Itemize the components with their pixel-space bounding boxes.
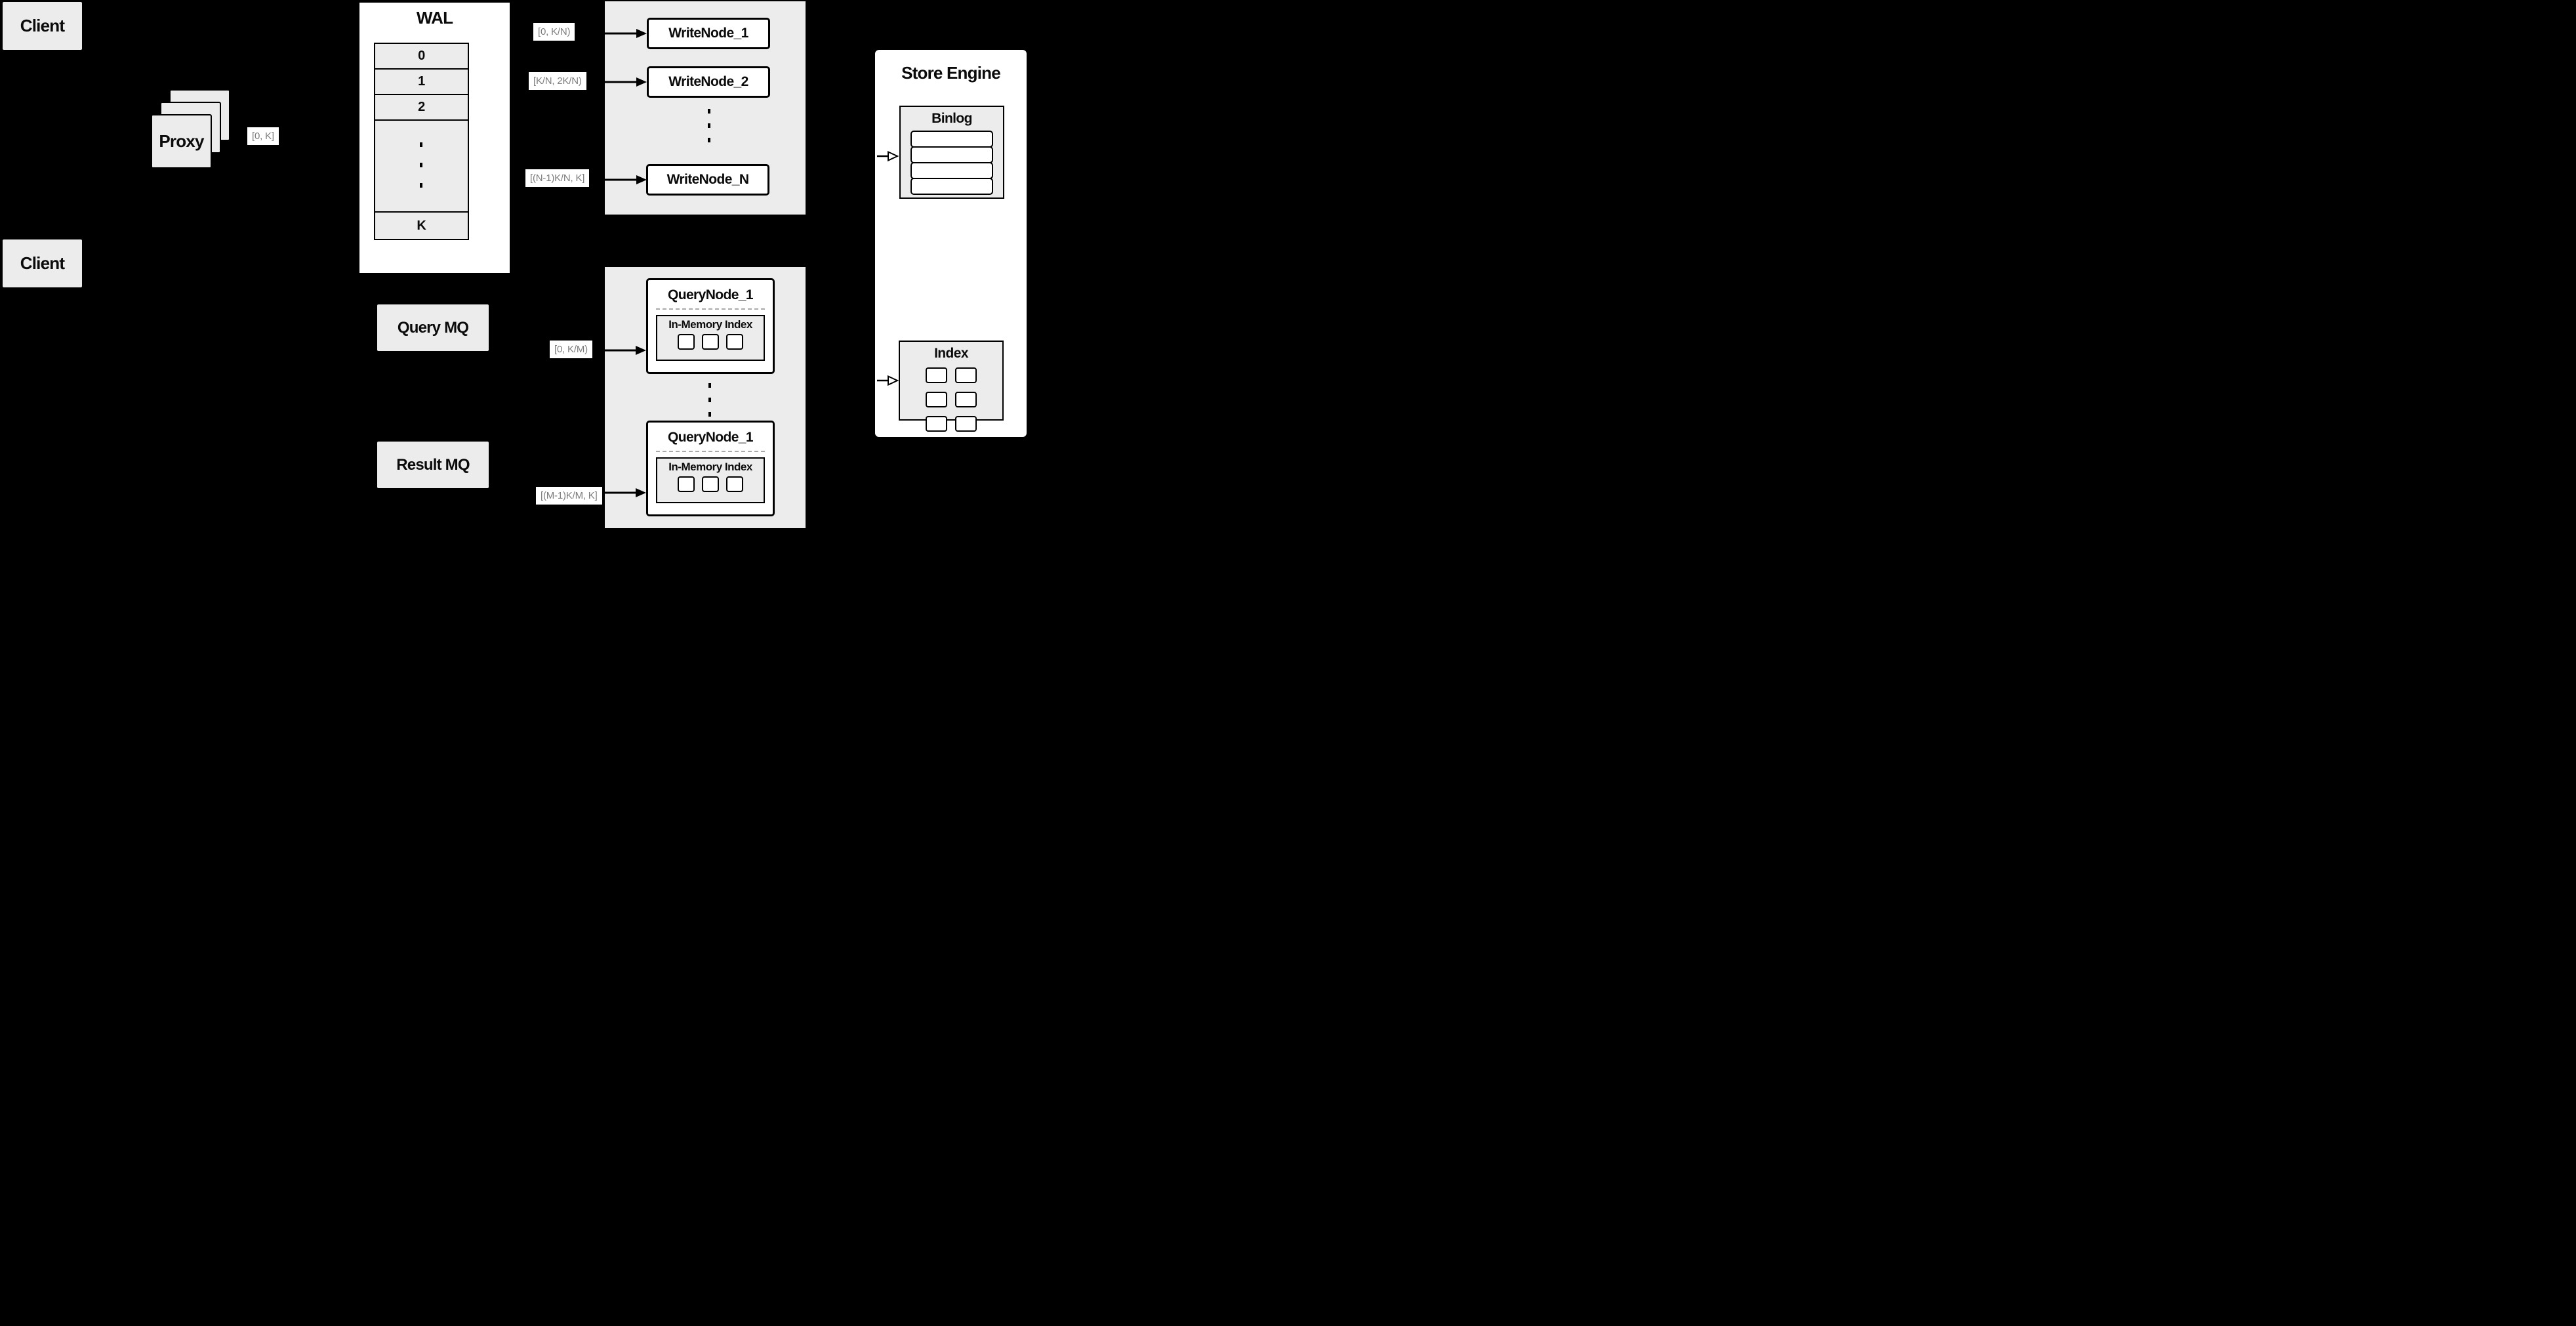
arrow-to-index bbox=[877, 375, 899, 386]
binlog-rows bbox=[901, 131, 1003, 195]
result-mq-box: Result MQ bbox=[377, 442, 489, 488]
arrow-to-binlog bbox=[877, 150, 899, 162]
proxy-label: Proxy bbox=[159, 131, 204, 151]
binlog-box: Binlog bbox=[899, 106, 1004, 199]
index-title: Index bbox=[934, 346, 968, 361]
wal-segment-row: K bbox=[374, 211, 469, 240]
wal-segment-1: 1 bbox=[418, 74, 425, 89]
arrow-to-query-node-bottom bbox=[603, 488, 646, 497]
wal-segment-2: 2 bbox=[418, 100, 425, 114]
range-label-write-node-n: [(N-1)K/N, K] bbox=[525, 169, 590, 187]
store-engine-title: Store Engine bbox=[901, 63, 1001, 83]
wal-title: WAL bbox=[416, 8, 453, 28]
query-node-bottom-title: QueryNode_1 bbox=[668, 430, 754, 445]
index-segment bbox=[702, 476, 719, 492]
write-node-n-box: WriteNode_N bbox=[646, 164, 769, 196]
index-box: Index bbox=[899, 341, 1004, 432]
wal-segment-table: 0 1 2 K bbox=[374, 43, 469, 240]
index-cell bbox=[926, 367, 947, 383]
wal-segment-0: 0 bbox=[418, 49, 425, 63]
range-label-proxy-out: [0, K] bbox=[247, 127, 279, 145]
dashed-divider bbox=[656, 308, 765, 310]
wal-ellipsis-row bbox=[374, 119, 469, 213]
wal-segment-row: 0 bbox=[374, 43, 469, 70]
in-memory-index-title: In-Memory Index bbox=[668, 461, 752, 473]
index-segment bbox=[726, 334, 743, 350]
index-segment bbox=[702, 334, 719, 350]
wal-segment-k: K bbox=[417, 218, 426, 233]
client-middle-label: Client bbox=[20, 253, 65, 273]
binlog-row bbox=[910, 146, 993, 163]
range-label-query-node-bottom: [(M-1)K/M, K] bbox=[536, 487, 602, 505]
index-cell bbox=[926, 416, 947, 432]
write-node-1-label: WriteNode_1 bbox=[668, 26, 748, 41]
client-box-top: Client bbox=[3, 2, 82, 50]
query-node-bottom-box: QueryNode_1 In-Memory Index bbox=[646, 421, 775, 516]
arrow-to-write-node-n bbox=[603, 175, 647, 184]
query-node-top-title: QueryNode_1 bbox=[668, 287, 754, 302]
index-segment-row bbox=[657, 476, 764, 492]
architecture-diagram: Client Client Proxy [0, K] WAL 0 1 2 bbox=[0, 0, 1031, 530]
binlog-row bbox=[910, 178, 993, 195]
write-node-2-box: WriteNode_2 bbox=[647, 66, 770, 98]
index-grid bbox=[900, 367, 1002, 432]
in-memory-index-box: In-Memory Index bbox=[656, 315, 765, 361]
index-cell bbox=[955, 392, 977, 407]
arrow-to-write-node-2 bbox=[603, 77, 647, 87]
result-mq-label: Result MQ bbox=[396, 455, 470, 474]
index-segment bbox=[678, 476, 695, 492]
index-cell bbox=[955, 367, 977, 383]
index-cell bbox=[955, 416, 977, 432]
write-node-2-label: WriteNode_2 bbox=[668, 74, 748, 89]
proxy-stack: Proxy bbox=[151, 89, 230, 169]
index-segment bbox=[726, 476, 743, 492]
query-mq-box: Query MQ bbox=[377, 304, 489, 351]
range-label-query-node-top: [0, K/M) bbox=[550, 341, 592, 358]
index-segment bbox=[678, 334, 695, 350]
dashed-divider bbox=[656, 451, 765, 452]
write-node-n-label: WriteNode_N bbox=[666, 172, 749, 187]
binlog-title: Binlog bbox=[931, 111, 972, 126]
arrow-to-write-node-1 bbox=[603, 29, 647, 38]
query-node-top-box: QueryNode_1 In-Memory Index bbox=[646, 278, 775, 374]
wal-box: WAL 0 1 2 K bbox=[358, 1, 511, 274]
range-label-write-node-1: [0, K/N) bbox=[533, 23, 575, 41]
wal-segment-row: 1 bbox=[374, 68, 469, 95]
binlog-row bbox=[910, 162, 993, 179]
client-box-middle: Client bbox=[3, 239, 82, 287]
binlog-row bbox=[910, 131, 993, 148]
arrow-to-query-node-top bbox=[603, 346, 646, 355]
write-node-1-box: WriteNode_1 bbox=[647, 18, 770, 49]
query-mq-label: Query MQ bbox=[397, 318, 469, 337]
client-top-label: Client bbox=[20, 16, 65, 35]
wal-segment-row: 2 bbox=[374, 94, 469, 121]
in-memory-index-title: In-Memory Index bbox=[668, 318, 752, 331]
index-cell bbox=[926, 392, 947, 407]
range-label-write-node-2: [K/N, 2K/N) bbox=[529, 72, 586, 90]
proxy-card-front: Proxy bbox=[151, 114, 212, 169]
in-memory-index-box: In-Memory Index bbox=[656, 457, 765, 503]
index-segment-row bbox=[657, 334, 764, 350]
